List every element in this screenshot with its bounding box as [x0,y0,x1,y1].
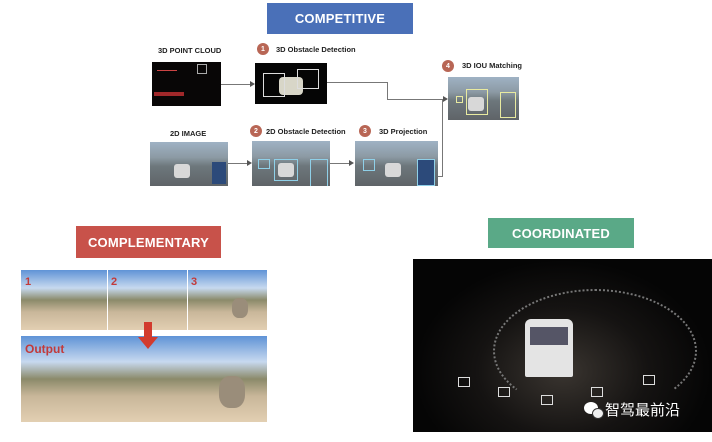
step-3-label: 3D Projection [379,127,428,136]
merge-arrow-icon [144,322,152,338]
2d-detection-image [252,141,330,186]
2d-image [150,142,228,186]
point-cloud-image [152,62,221,106]
coordinated-point-cloud-image [413,259,712,432]
complementary-banner: COMPLEMENTARY [76,226,221,258]
watermark-text: 智驾最前沿 [605,401,681,419]
output-image: Output [21,336,267,422]
3d-detection-image [255,63,327,104]
coordinated-banner: COORDINATED [488,218,634,248]
input-image-3: 3 [188,270,267,330]
step-4-label: 3D IOU Matching [462,61,523,70]
input-image-1: 1 [21,270,107,330]
step-4-badge: 4 [442,60,454,72]
competitive-banner: COMPETITIVE [267,3,413,34]
step-2-badge: 2 [250,125,262,137]
step-1-label: 3D Obstacle Detection [276,45,356,54]
input-number-3: 3 [191,276,198,288]
step-3-badge: 3 [359,125,371,137]
input-image-2: 2 [108,270,187,330]
step-2-label: 2D Obstacle Detection [266,127,346,136]
2d-image-label: 2D IMAGE [170,129,207,138]
step-1-badge: 1 [257,43,269,55]
output-label: Output [25,342,65,356]
input-number-2: 2 [111,276,118,288]
3d-projection-image [355,141,438,186]
iou-matching-image [448,77,519,120]
input-number-1: 1 [25,276,32,288]
point-cloud-label: 3D POINT CLOUD [158,46,222,55]
